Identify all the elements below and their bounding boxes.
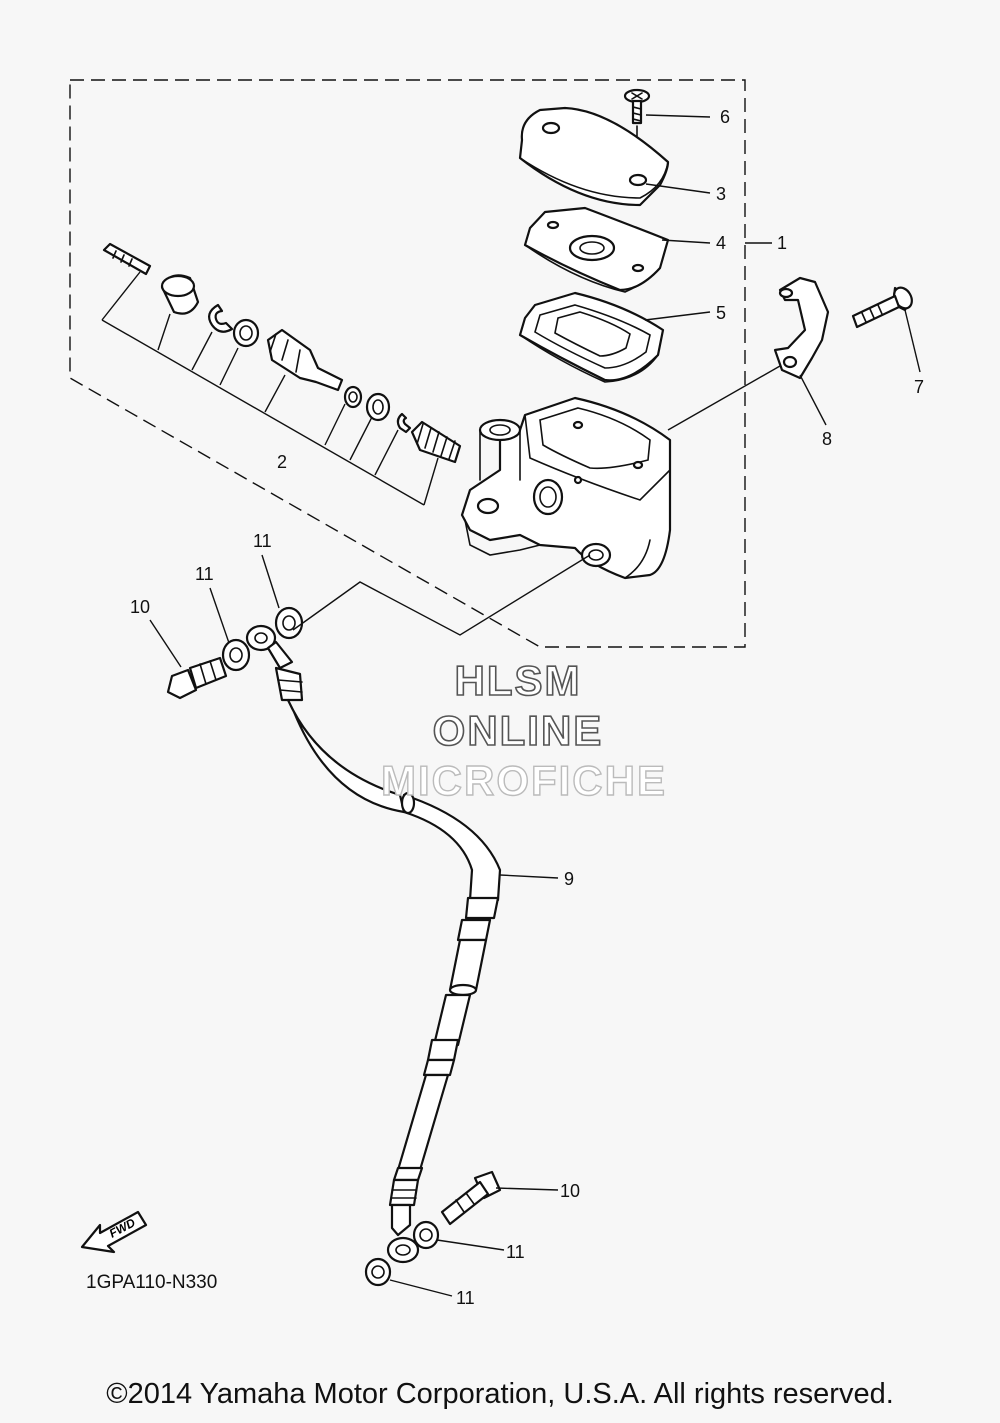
callout-6: 6 — [720, 107, 730, 127]
part-10-union-bolt-upper — [166, 656, 228, 700]
callout-3: 3 — [716, 184, 726, 204]
part-8-holder-clamp — [773, 276, 830, 380]
fwd-arrow-icon: FWD — [80, 1210, 148, 1254]
part-1-master-cylinder-body — [460, 396, 672, 580]
copyright-notice: ©2014 Yamaha Motor Corporation, U.S.A. A… — [106, 1378, 894, 1410]
callout-11-c: 11 — [506, 1242, 525, 1262]
callout-2: 2 — [277, 452, 287, 472]
watermark-line-1: HLSM — [455, 657, 582, 704]
callout-9: 9 — [564, 869, 574, 889]
part-9-brake-hose — [245, 624, 502, 1264]
callout-11-d: 11 — [456, 1288, 475, 1308]
watermark-line-2: ONLINE — [433, 707, 604, 754]
part-10-union-bolt-lower — [440, 1170, 502, 1226]
assembly-boundary — [69, 79, 746, 648]
part-4-diaphragm-plate — [523, 206, 670, 293]
part-3-reservoir-cap — [518, 106, 670, 207]
part-5-diaphragm — [518, 291, 665, 383]
callout-10-lower: 10 — [560, 1181, 580, 1201]
callout-5: 5 — [716, 303, 726, 323]
callout-7: 7 — [914, 377, 924, 397]
callout-leaders — [149, 114, 921, 1297]
part-11-copper-washers — [221, 606, 440, 1287]
part-2-piston-kit — [101, 242, 462, 506]
callout-11-b: 11 — [195, 564, 214, 584]
part-7-clamp-bolt — [851, 286, 913, 329]
callout-4: 4 — [716, 233, 726, 253]
watermark-line-3: MICROFICHE — [381, 757, 667, 804]
diagram-code: 1GPA110-N330 — [86, 1272, 217, 1293]
callout-11-a: 11 — [253, 531, 272, 551]
callout-8: 8 — [822, 429, 832, 449]
callout-10-upper: 10 — [130, 597, 150, 617]
callout-1: 1 — [777, 233, 787, 253]
